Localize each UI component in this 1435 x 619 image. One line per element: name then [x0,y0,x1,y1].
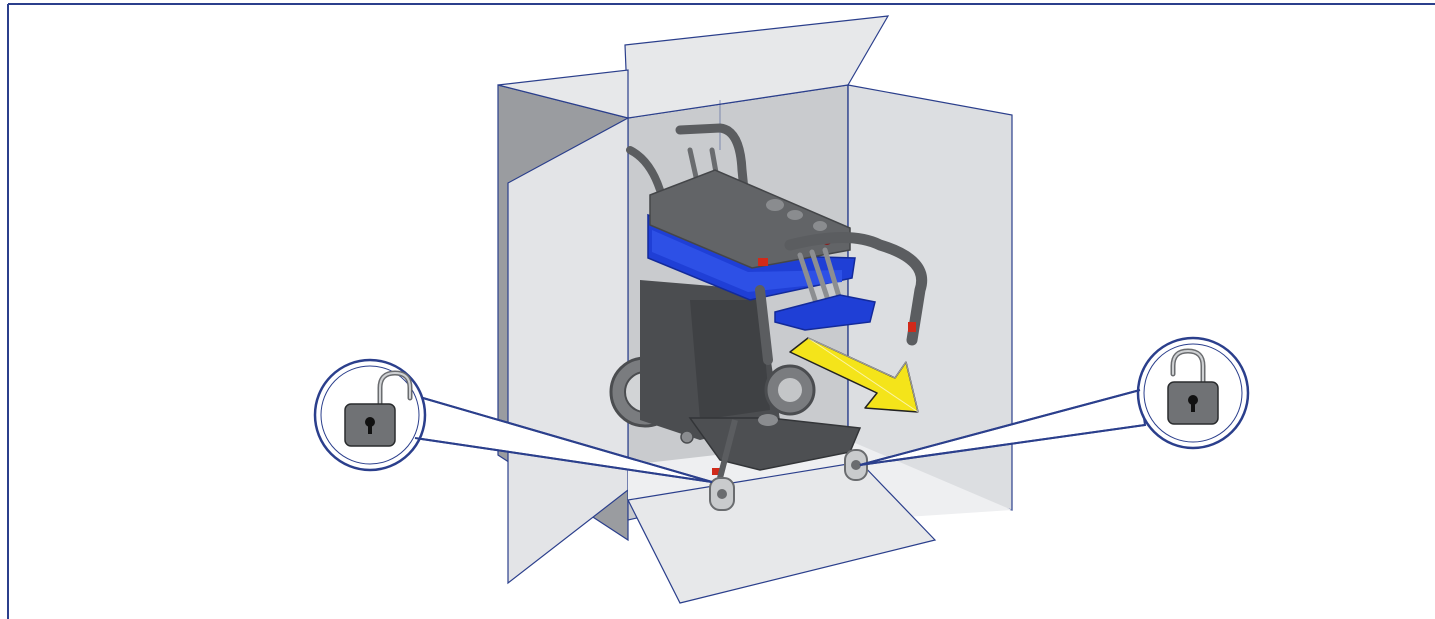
page-border [7,3,1435,619]
roll-out-arrow-icon [789,337,919,414]
wheelchair-push-handles [675,123,750,205]
left-caster-lock-callout [313,358,713,483]
wheelchair-armrest [784,232,927,346]
box-top-left-flap [497,69,629,119]
unlocked-padlock-icon [344,370,413,447]
powered-wheelchair [609,123,927,511]
right-caster-lock-callout [859,336,1250,466]
box-bottom-flap [627,461,937,604]
wheelchair-armrest-pad [774,294,876,331]
unlocked-padlock-icon [1167,348,1219,425]
left-caster-wheel [709,477,735,511]
